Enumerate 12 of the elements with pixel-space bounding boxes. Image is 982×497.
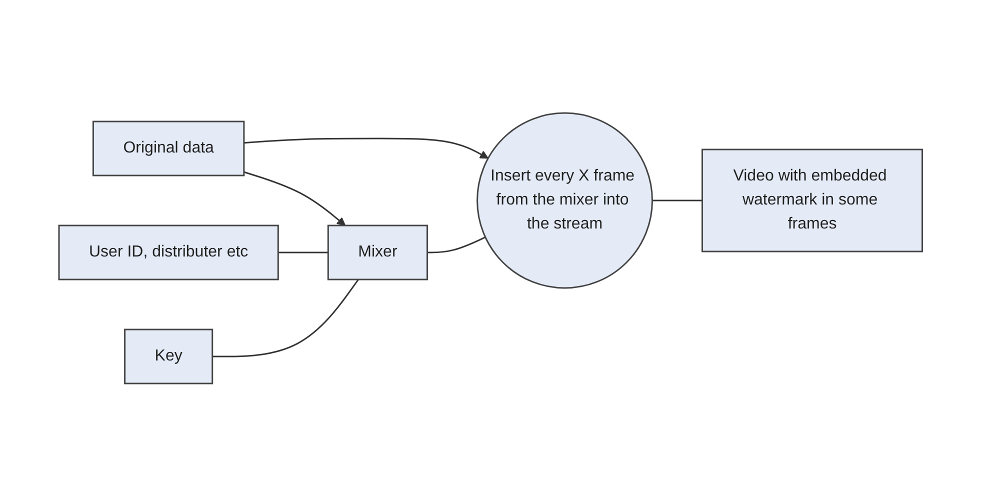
arrow [244,172,346,226]
node-box: User ID, distributer etc [58,225,280,280]
node-box: Original data [92,121,246,176]
connector [278,252,329,254]
node-box: Key [124,329,214,384]
node-box: Video with embedded watermark in some frames [702,149,924,252]
node-box: Mixer [328,225,428,280]
node-circle: Insert every X frame from the mixer into the stream [476,112,654,289]
connector [428,236,486,254]
connector [212,279,360,358]
connector [652,200,703,202]
arrow [244,138,489,159]
